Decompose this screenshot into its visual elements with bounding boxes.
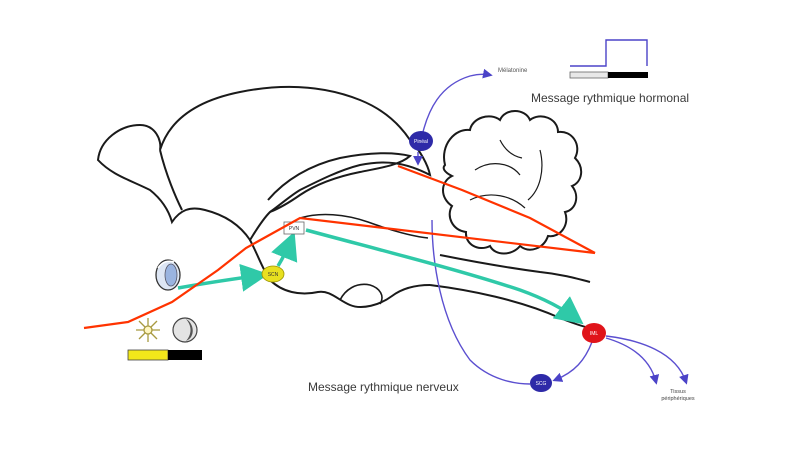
pvn-to-spinal-pathway (305, 228, 584, 325)
hormonal-night-bar (608, 72, 648, 78)
scg-node (530, 374, 552, 392)
spinal-to-tissue-arrow-1 (605, 337, 660, 385)
spinal-to-tissue-arrow-2 (605, 335, 689, 385)
moon-icon (172, 317, 198, 343)
melatonin-rhythm-trace (570, 39, 648, 67)
scg-to-pineal-pathway (431, 219, 531, 385)
pineal-node (409, 131, 433, 151)
light-phase-bar (127, 349, 169, 361)
brain-cortex-outline (96, 85, 432, 242)
pons-outline (339, 283, 383, 305)
cerebellum-outline (442, 110, 583, 255)
hormonal-message-label: Message rythmique hormonal (531, 91, 690, 105)
eye-icon (155, 259, 181, 291)
medulla-outline (429, 284, 591, 329)
pineal-node-label: Pinéal (414, 139, 428, 145)
corpus-callosum-outline (267, 152, 413, 213)
spinal-outline (439, 254, 591, 283)
eye-to-scn-pathway (177, 263, 269, 292)
red-annotation-line-lower (83, 216, 596, 330)
red-annotation-line-upper (397, 164, 596, 254)
brainstem-outline (299, 213, 429, 239)
pineal-to-melatonin-arrow (421, 68, 493, 137)
spinal-node-label: IML (590, 331, 599, 337)
cerebellum-folia (469, 139, 543, 209)
sun-icon (136, 318, 160, 342)
spinal-to-scg-arrow (552, 341, 593, 382)
scg-node-label: SCG (536, 381, 547, 387)
pvn-node-label: PVN (289, 226, 300, 232)
dark-phase-bar (168, 350, 202, 360)
brain-ventral-outline (159, 149, 183, 211)
scn-node (261, 265, 285, 283)
melatonin-label: Mélatonine (498, 68, 528, 74)
nervous-message-label: Message rythmique nerveux (308, 380, 459, 394)
scn-to-pvn-pathway (271, 231, 298, 267)
scn-node-label: SCN (268, 272, 279, 278)
peripheral-tissues-label: Tissus périphériques (661, 389, 695, 402)
spinal-node (582, 323, 606, 343)
hormonal-day-bar (569, 71, 609, 79)
